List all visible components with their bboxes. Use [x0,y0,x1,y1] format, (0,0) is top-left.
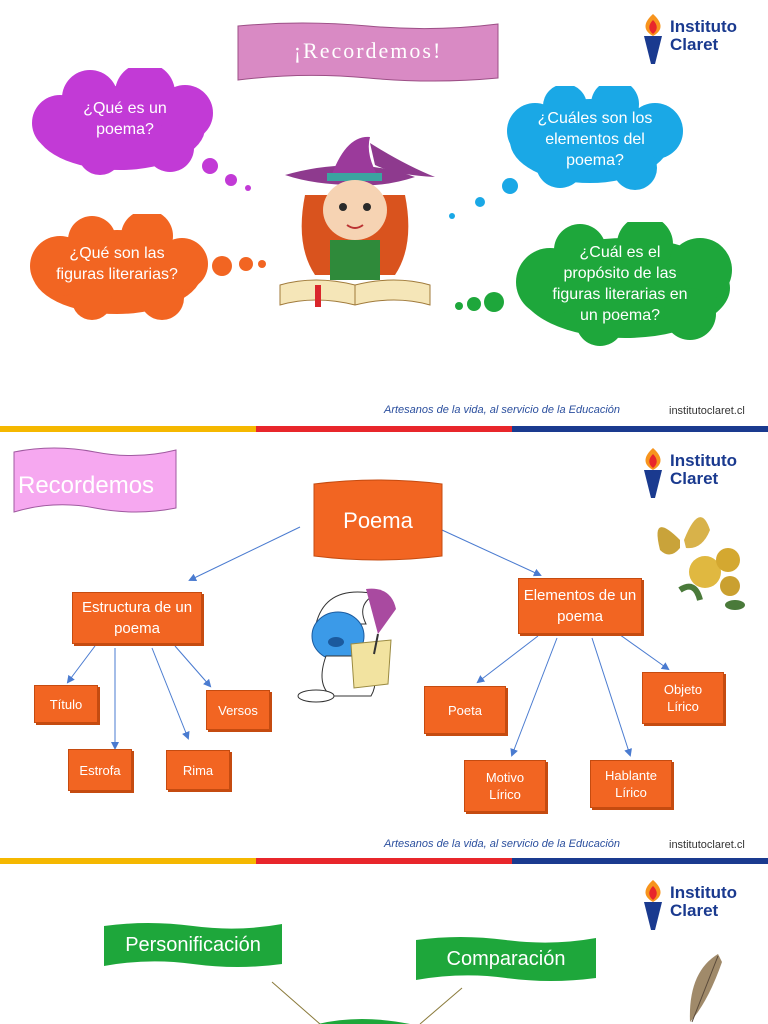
node-estructura: Estructura de un poema [72,592,202,644]
concept-map-arrows [66,526,670,757]
thought-cloud-orange [30,214,266,320]
instituto-claret-logo: Instituto Claret [638,12,758,72]
item-poeta: Poeta [424,686,506,734]
item-rima: Rima [166,750,230,790]
instituto-claret-logo-3: Instituto Claret [638,878,758,938]
footer-url: institutoclaret.cl [669,839,745,851]
slide3-arrows [271,981,463,1024]
logo-line1: Instituto [670,451,738,470]
logo-line1: Instituto [670,17,738,36]
item-objeto-lirico: Objeto Lírico [642,672,724,724]
slide-1: ¡Recordemos! Instituto Claret ¿Qué es un… [0,0,768,432]
slide1-title: ¡Recordemos! [293,38,443,63]
logo-line2: Claret [670,35,719,54]
logo-line2: Claret [670,469,719,488]
slide2-title: Recordemos [18,472,155,499]
instituto-claret-logo-2: Instituto Claret [638,446,758,506]
item-titulo: Título [34,685,98,723]
color-stripe [0,858,768,864]
question-1: ¿Qué es un poema? [83,100,167,138]
item-estrofa: Estrofa [68,749,132,791]
smurf-writing-illustration [297,588,396,703]
banner-comparacion: Comparación [446,948,566,970]
item-versos: Versos [206,690,270,730]
slide-2: Recordemos Instituto Claret [0,432,768,864]
logo-line1: Instituto [670,883,738,902]
banner-personificacion: Personificación [125,934,261,956]
center-node-poema: Poema [343,508,413,533]
item-motivo-lirico: Motivo Lírico [464,760,546,812]
feather-icon [689,954,722,1023]
question-3: ¿Qué son las figuras literarias? [56,245,178,283]
thought-cloud-cyan [449,86,683,219]
recordemos-banner [13,447,177,513]
question-2: ¿Cuáles son los elementos del poema? [537,110,653,169]
footer-motto: Artesanos de la vida, al servicio de la … [384,404,621,416]
color-stripe [0,426,768,432]
footer-motto: Artesanos de la vida, al servicio de la … [384,838,621,850]
node-elementos: Elementos de un poema [518,578,642,634]
witch-reading-illustration [279,136,435,307]
question-4: ¿Cuál es el propósito de las figuras lit… [552,244,688,324]
torch-icon [644,880,662,930]
thought-cloud-green [455,222,732,346]
title-banner-shape [237,22,499,82]
slide-3: Instituto Claret Personificación Compara… [0,864,768,1024]
logo-line2: Claret [670,901,719,920]
thought-cloud-purple [32,68,251,191]
poema-scroll-shape [313,479,443,561]
slide1-title-banner: ¡Recordemos! [236,20,500,84]
torch-icon [644,14,662,64]
banner-personificacion-shape [104,923,282,967]
butterfly-roses-illustration [657,517,745,610]
banner-comparacion-shape [416,937,596,981]
item-hablante-lirico: Hablante Lírico [590,760,672,808]
torch-icon [644,448,662,498]
footer-url: institutoclaret.cl [669,405,745,417]
